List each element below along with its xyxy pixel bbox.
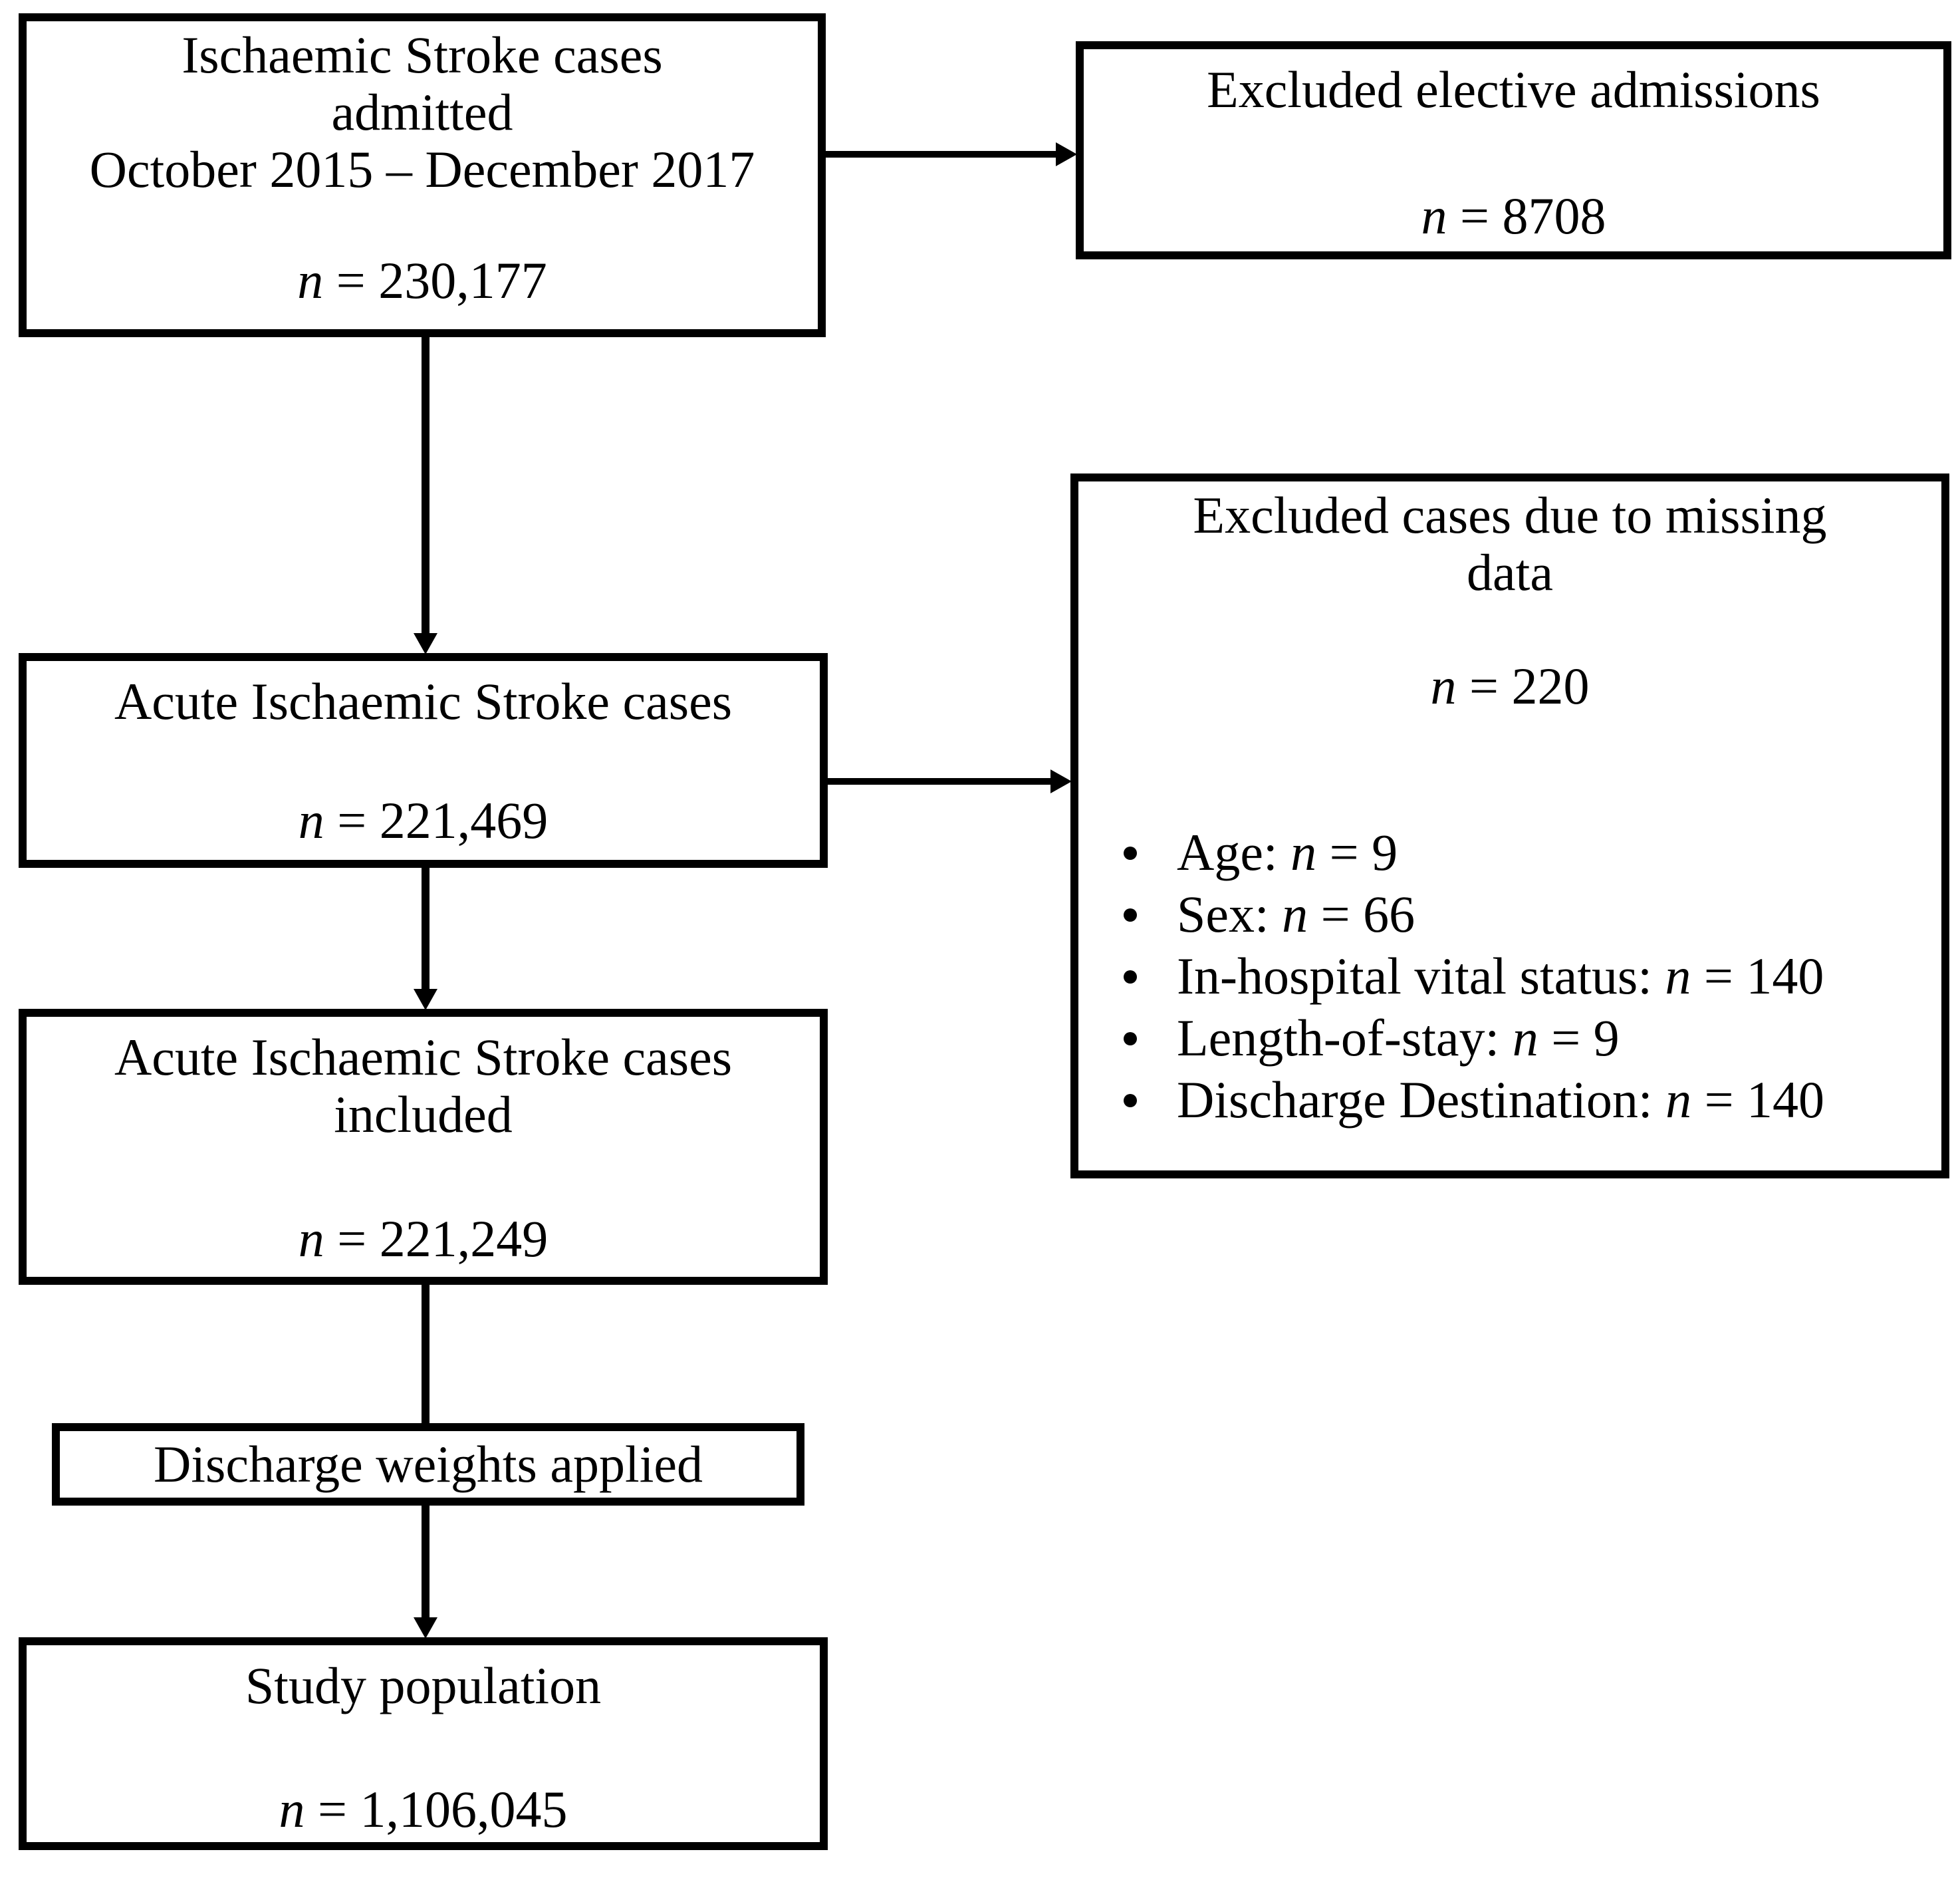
n-value: = 9 — [1316, 823, 1398, 881]
title-line: Ischaemic Stroke cases — [182, 26, 663, 84]
arrow-acute-to-included-line — [422, 865, 429, 991]
n-value: = 221,249 — [324, 1210, 549, 1268]
n-symbol: n — [1290, 823, 1317, 881]
box-study-population-title: Study population — [33, 1657, 813, 1714]
arrow-weights-to-study-head — [414, 1617, 437, 1639]
title-line: Excluded elective admissions — [1207, 61, 1820, 118]
n-value: = 230,177 — [323, 251, 547, 309]
box-ischaemic-admitted-title: Ischaemic Stroke cases admitted October … — [33, 27, 811, 198]
bullet-dot — [1124, 908, 1137, 922]
arrow-admitted-to-acute-line — [422, 335, 429, 635]
list-item-discharge-destination: Discharge Destination: n = 140 — [1092, 1069, 1928, 1131]
n-symbol: n — [1282, 885, 1308, 943]
arrow-acute-to-excluded-missing-head — [1050, 769, 1072, 793]
item-label: Length-of-stay: — [1177, 1009, 1513, 1067]
n-symbol: n — [279, 1780, 305, 1838]
n-symbol: n — [297, 251, 324, 309]
list-item-age: Age: n = 9 — [1092, 821, 1928, 883]
n-count: n = 1,106,045 — [279, 1781, 568, 1838]
n-symbol: n — [1665, 947, 1691, 1005]
n-count: n = 8708 — [1421, 188, 1606, 245]
n-symbol: n — [1512, 1009, 1538, 1067]
list-item-length-of-stay: Length-of-stay: n = 9 — [1092, 1007, 1928, 1069]
n-value: = 140 — [1691, 947, 1824, 1005]
title-line: Excluded cases due to missing — [1193, 486, 1827, 544]
arrow-acute-to-included-head — [414, 989, 437, 1010]
box-excluded-elective-title: Excluded elective admissions — [1090, 61, 1937, 118]
box-ischaemic-admitted: Ischaemic Stroke cases admitted October … — [19, 13, 826, 337]
arrow-admitted-to-excluded-elective-line — [823, 151, 1057, 158]
n-symbol: n — [1665, 1071, 1692, 1129]
n-symbol: n — [298, 791, 324, 849]
arrow-admitted-to-acute-head — [414, 633, 437, 654]
arrow-weights-to-study-line — [422, 1503, 429, 1620]
connector-included-to-weights-line — [422, 1282, 429, 1424]
item-label: Sex: — [1177, 885, 1283, 943]
title-line: admitted — [331, 83, 513, 141]
box-acute-cases: Acute Ischaemic Stroke cases n = 221,469 — [19, 653, 828, 868]
list-item-sex: Sex: n = 66 — [1092, 883, 1928, 945]
n-value: = 66 — [1308, 885, 1415, 943]
box-acute-included-title: Acute Ischaemic Stroke cases included — [33, 1029, 813, 1143]
bullet-dot — [1124, 1032, 1137, 1045]
title-line: included — [334, 1085, 513, 1143]
bullet-dot — [1124, 1094, 1137, 1107]
title-line: October 2015 – December 2017 — [89, 140, 755, 198]
n-value: = 221,469 — [324, 791, 549, 849]
n-symbol: n — [1421, 187, 1447, 245]
box-excluded-missing-title: Excluded cases due to missing data — [1092, 487, 1928, 601]
box-study-population: Study population n = 1,106,045 — [19, 1637, 828, 1850]
n-value: = 1,106,045 — [305, 1780, 568, 1838]
n-count: n = 230,177 — [297, 252, 547, 309]
n-count: n = 220 — [1431, 658, 1590, 715]
box-excluded-missing-data: Excluded cases due to missing data n = 2… — [1070, 473, 1949, 1178]
arrow-acute-to-excluded-missing-line — [826, 778, 1054, 785]
list-item-vital-status: In-hospital vital status: n = 140 — [1092, 945, 1928, 1007]
item-label: Discharge Destination: — [1177, 1071, 1666, 1129]
title-line: Acute Ischaemic Stroke cases — [114, 672, 733, 730]
n-value: = 8708 — [1447, 187, 1606, 245]
title-line: Discharge weights applied — [153, 1435, 703, 1493]
n-count: n = 221,249 — [299, 1210, 549, 1268]
box-excluded-elective: Excluded elective admissions n = 8708 — [1076, 41, 1951, 259]
n-value: = 9 — [1538, 1009, 1620, 1067]
item-label: In-hospital vital status: — [1177, 947, 1665, 1005]
n-symbol: n — [298, 1210, 324, 1268]
n-symbol: n — [1430, 657, 1457, 715]
bullet-dot — [1124, 847, 1137, 860]
box-acute-cases-title: Acute Ischaemic Stroke cases — [33, 673, 813, 730]
n-value: = 140 — [1691, 1071, 1825, 1129]
arrow-admitted-to-excluded-elective-head — [1056, 142, 1077, 166]
title-line: Study population — [245, 1657, 602, 1714]
title-line: data — [1467, 543, 1553, 601]
n-count: n = 221,469 — [299, 792, 549, 849]
title-line: Acute Ischaemic Stroke cases — [114, 1028, 733, 1086]
box-discharge-weights: Discharge weights applied — [52, 1423, 804, 1506]
missing-data-list: Age: n = 9 Sex: n = 66 In-hospital vital… — [1092, 821, 1928, 1131]
n-value: = 220 — [1456, 657, 1590, 715]
item-label: Age: — [1177, 823, 1291, 881]
box-acute-included: Acute Ischaemic Stroke cases included n … — [19, 1009, 828, 1285]
bullet-dot — [1124, 970, 1137, 984]
